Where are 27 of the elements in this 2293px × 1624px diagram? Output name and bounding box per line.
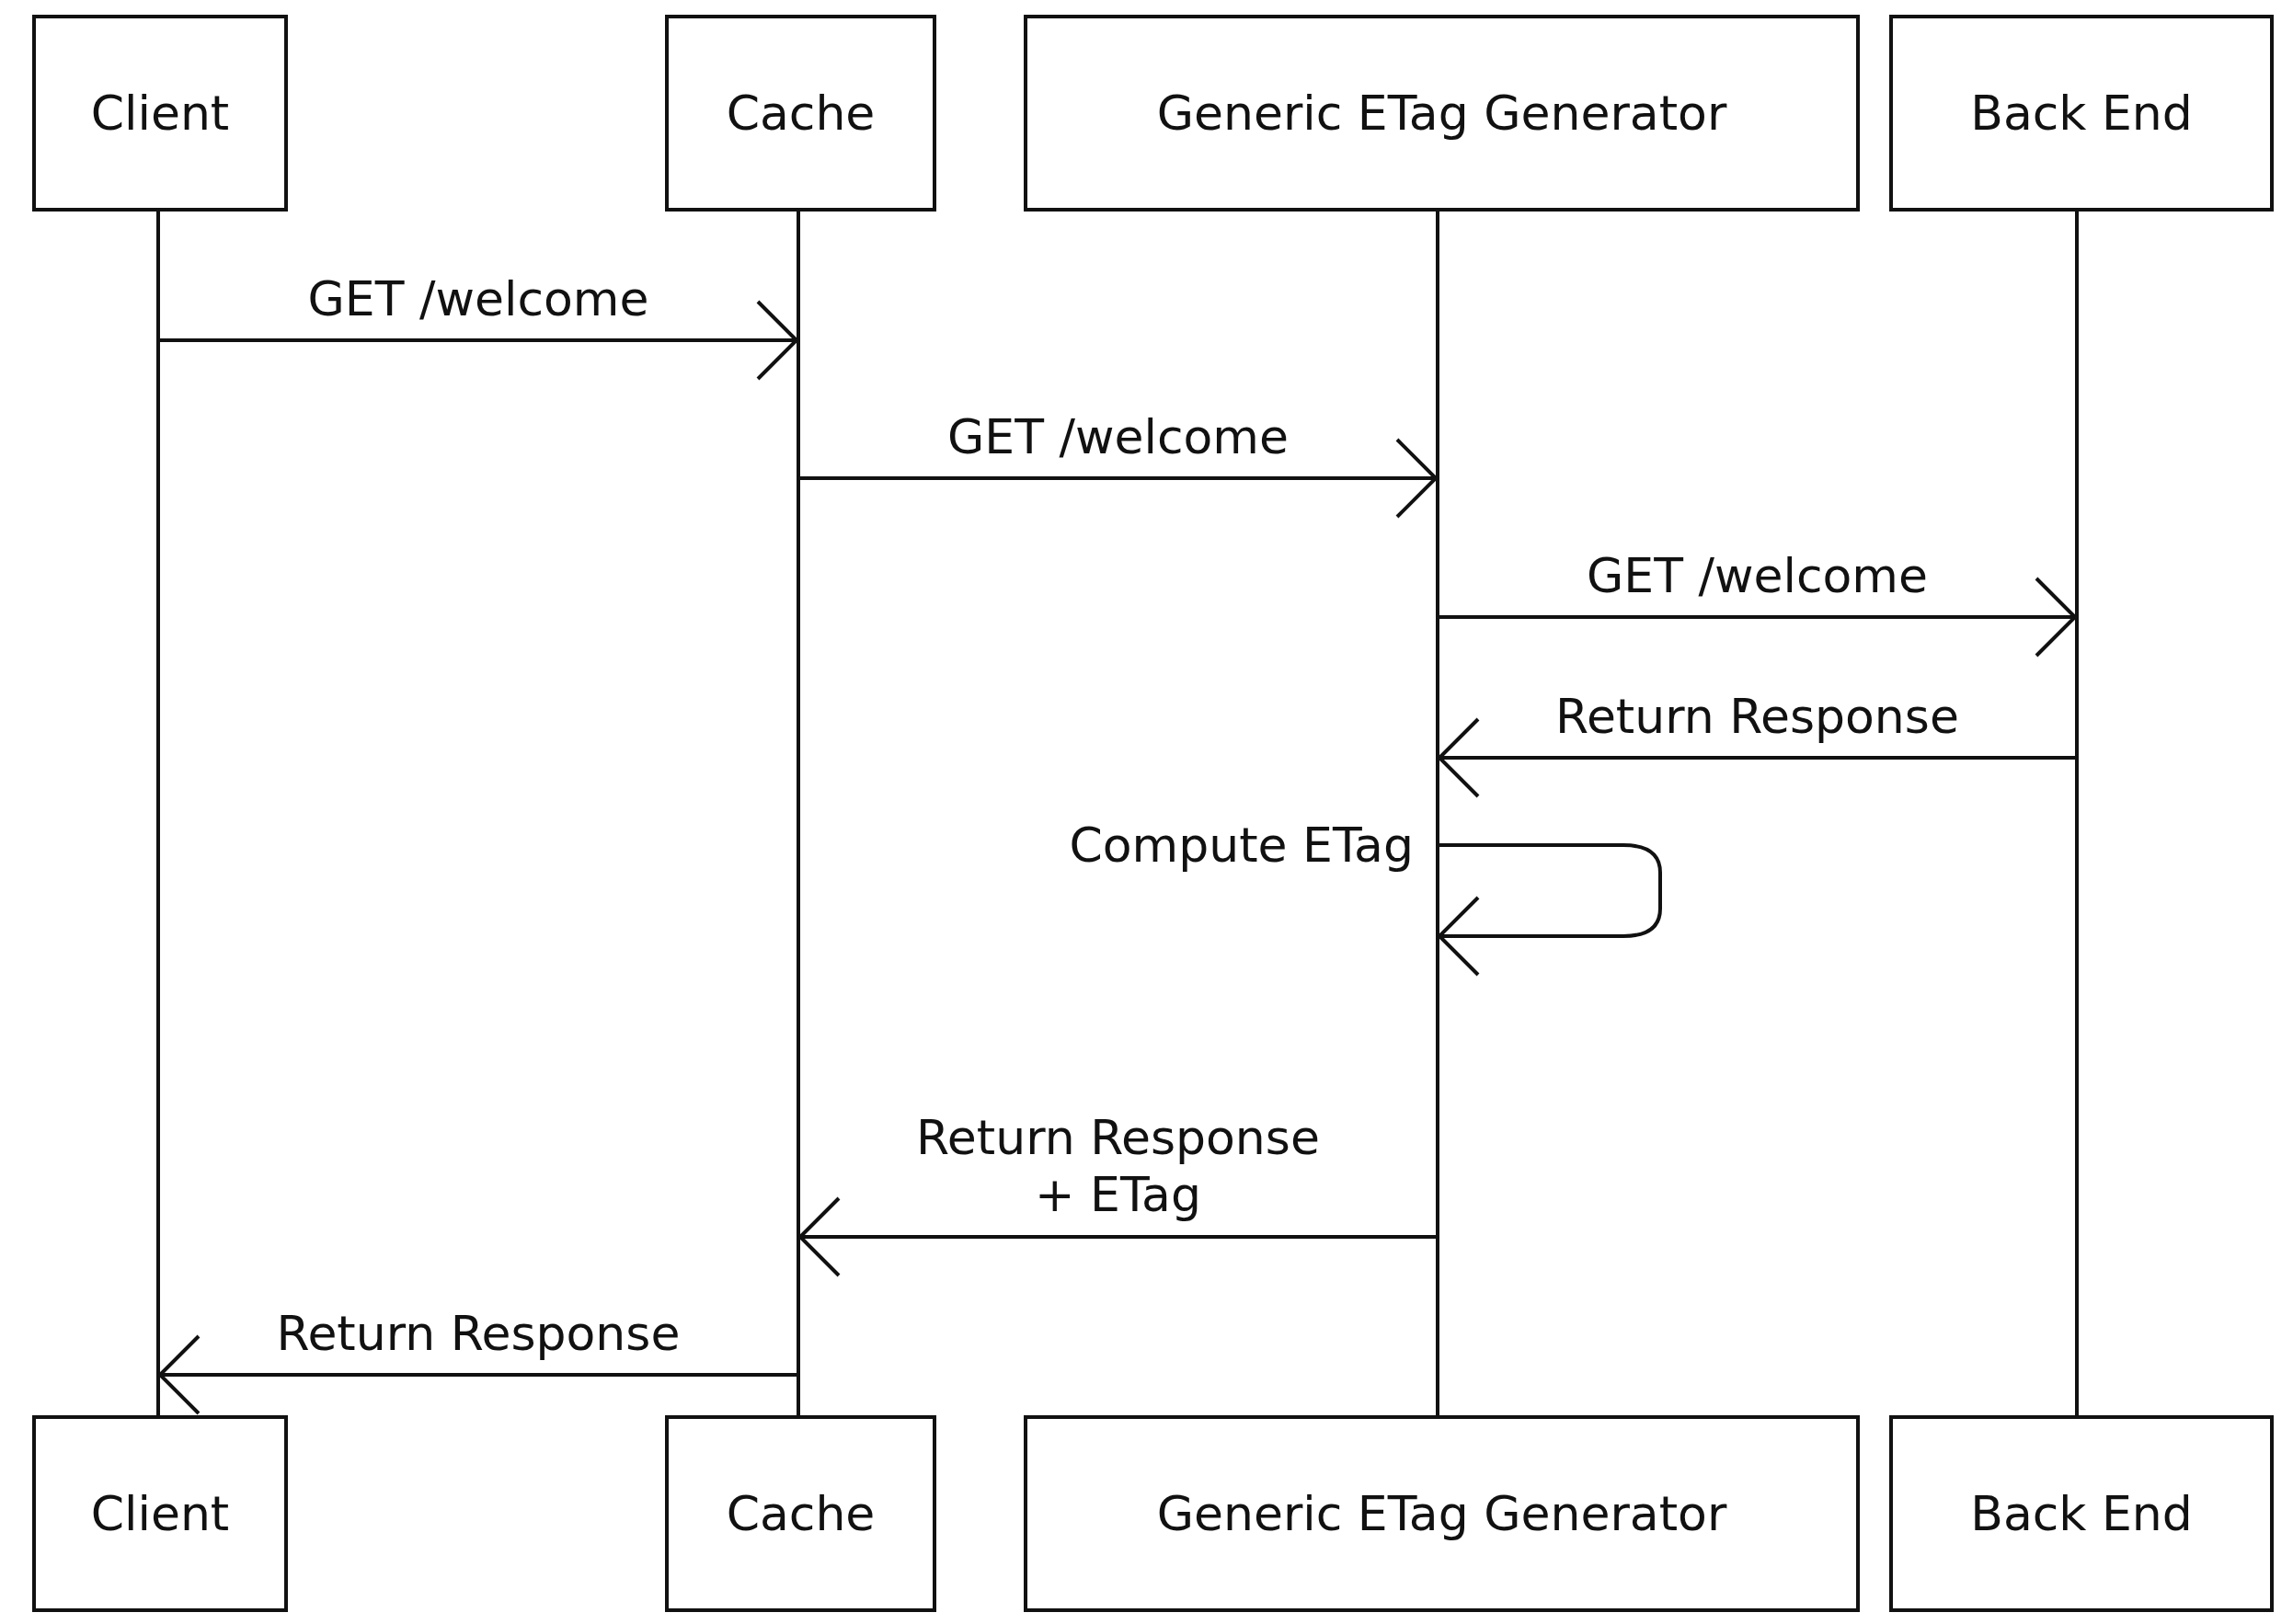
participant-box xyxy=(665,1415,936,1612)
participant-name: Generic ETag Generator xyxy=(1156,86,1727,141)
participant-name: Back End xyxy=(1970,86,2193,141)
message-arrow xyxy=(160,300,798,381)
participant-name: Back End xyxy=(1970,1486,2193,1541)
message-arrow xyxy=(1438,843,1662,977)
participant-name: Generic ETag Generator xyxy=(1156,1486,1727,1541)
participant-box xyxy=(32,15,288,212)
participant-box xyxy=(1024,15,1860,212)
message-arrow xyxy=(158,1334,797,1415)
lifeline xyxy=(156,212,160,1415)
participant-name: Client xyxy=(90,1486,230,1541)
message-arrow xyxy=(1438,717,2075,798)
lifeline xyxy=(2075,212,2079,1415)
participant-name: Client xyxy=(90,86,230,141)
participant-box xyxy=(1889,1415,2274,1612)
lifeline xyxy=(1436,212,1439,1415)
participant-box xyxy=(665,15,936,212)
participant-name: Cache xyxy=(726,86,876,141)
participant-box xyxy=(1889,15,2274,212)
participant-box xyxy=(32,1415,288,1612)
lifeline xyxy=(797,212,800,1415)
participant-name: Cache xyxy=(726,1486,876,1541)
message-arrow xyxy=(1439,577,2077,658)
message-arrow xyxy=(798,1196,1436,1277)
participant-box xyxy=(1024,1415,1860,1612)
message-arrow xyxy=(800,438,1438,519)
